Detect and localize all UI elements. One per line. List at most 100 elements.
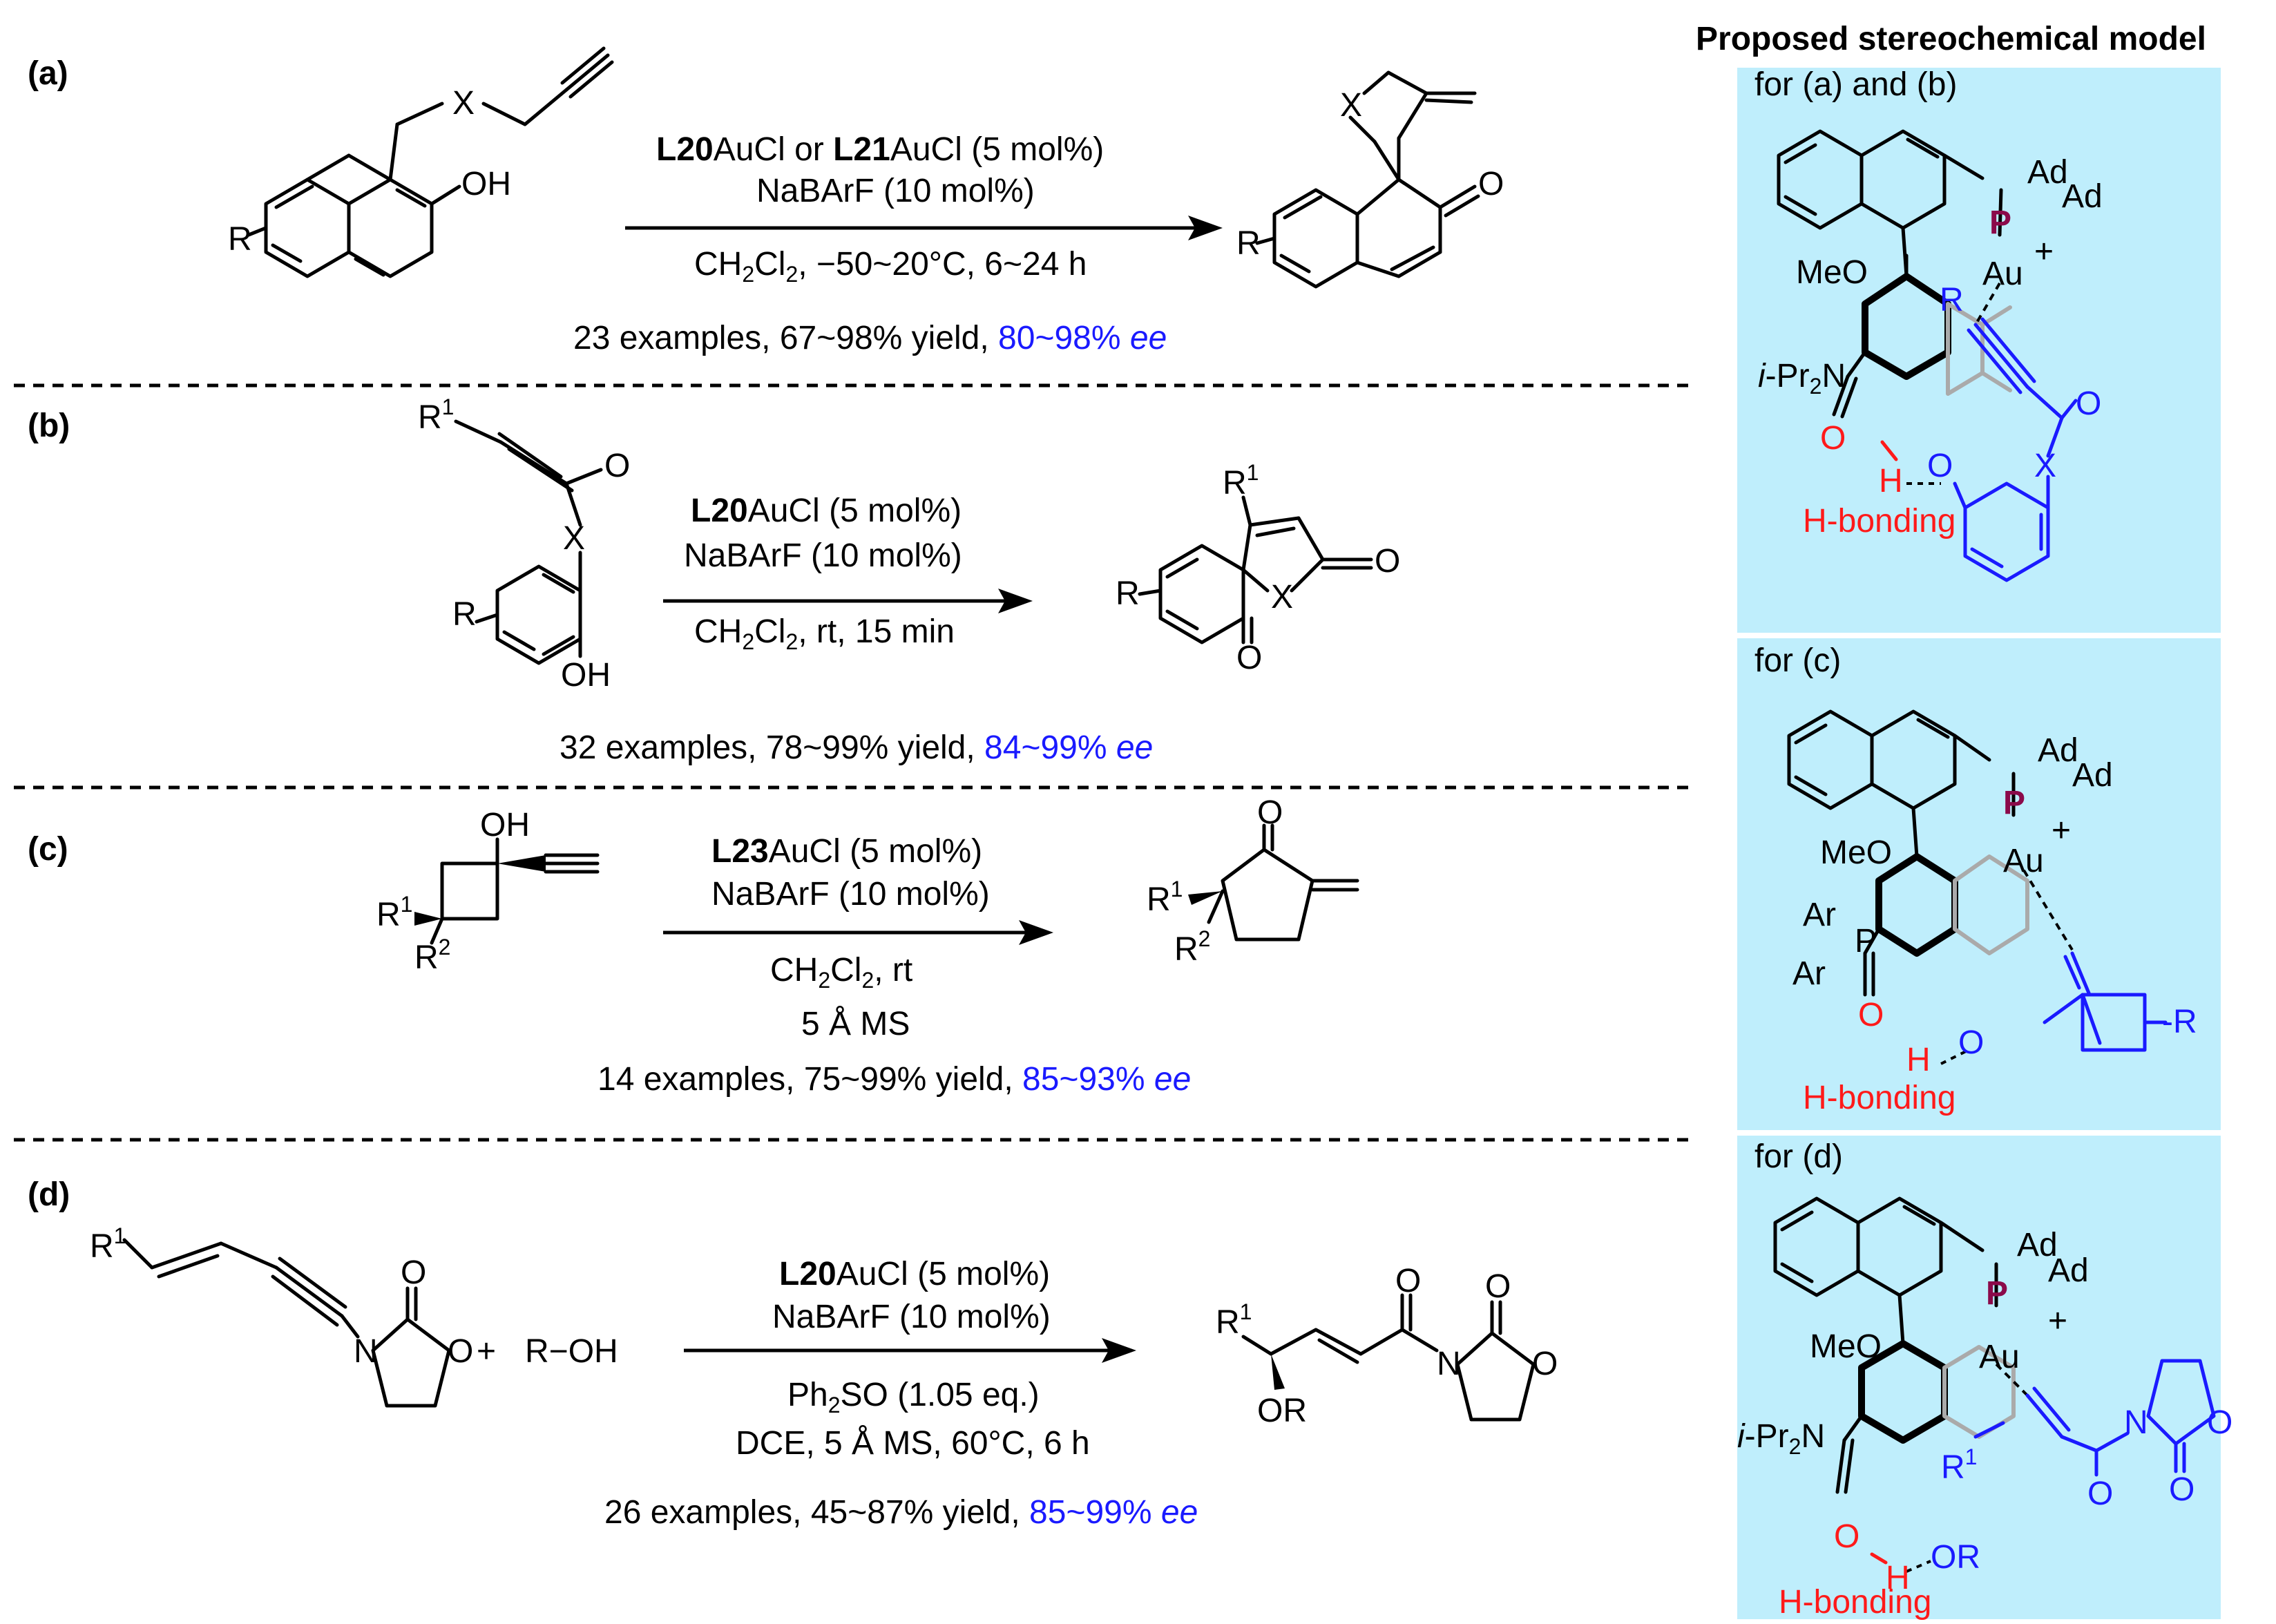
panel-d-prod-OR: OR — [1257, 1393, 1307, 1429]
model-3-R1-R: R — [1941, 1449, 1965, 1486]
panel-a-cond-sub2: 2 — [785, 262, 798, 287]
panel-b-additive: NaBArF (10 mol%) — [684, 537, 962, 574]
panel-c-result-ee: 85~93% — [1022, 1061, 1154, 1098]
model-1-H: H — [1879, 463, 1903, 499]
model-3-iPr2N-N: N — [1801, 1418, 1825, 1455]
panel-b-cond-ch: CH — [694, 613, 742, 650]
model-2-P-oxide: P — [1855, 923, 1877, 959]
panel-d-result: 26 examples, 45~87% yield, 85~99% ee — [604, 1494, 1198, 1531]
panel-c-sub-R1-sup: 1 — [401, 892, 413, 917]
panel-a-reagents: L20AuCl or L21AuCl (5 mol%) — [656, 131, 1104, 168]
panel-c-product — [1188, 823, 1359, 942]
model-3-iPr2N-sub: 2 — [1789, 1434, 1801, 1459]
model-2-MeO: MeO — [1820, 834, 1892, 871]
model-1-structure — [1777, 129, 2078, 582]
panel-c-prod-R1-sup: 1 — [1171, 877, 1183, 901]
panel-b-ee: ee — [1116, 729, 1153, 766]
panel-a-ligand-2: L21 — [833, 131, 890, 168]
panel-d-ox-sub: 2 — [828, 1393, 841, 1417]
panel-b-reagent-tail: AuCl (5 mol%) — [748, 493, 962, 529]
model-1-Au: Au — [1982, 256, 2023, 292]
model-3-O-ring: O — [2207, 1404, 2232, 1441]
panel-b-sub-R1-sup: 1 — [442, 394, 455, 419]
panel-a-cond-ch: CH — [694, 246, 742, 283]
panel-c-prod-R1-R: R — [1147, 881, 1171, 918]
model-1-O-amide: O — [1820, 420, 1846, 457]
panel-d-prod-O-carbonyl: O — [1395, 1263, 1421, 1299]
model-2-Au: Au — [2003, 843, 2044, 879]
panel-d-prod-N: N — [1437, 1346, 1461, 1382]
model-1-hbond: H-bonding — [1803, 503, 1955, 539]
model-3-P: P — [1986, 1275, 2008, 1312]
panel-b-reagents: L20AuCl (5 mol%) — [691, 493, 962, 529]
model-2-structure — [1787, 709, 2168, 1065]
model-1-X: X — [2034, 448, 2056, 484]
panel-b-sub-R1: R1 — [418, 394, 454, 436]
panel-d-plus: + — [477, 1333, 496, 1370]
panel-b-prod-R1-sup: 1 — [1247, 460, 1259, 485]
panel-d-ox-tail: SO (1.05 eq.) — [841, 1377, 1040, 1413]
model-3-structure — [1773, 1196, 2216, 1573]
panel-d-alcohol: R−OH — [525, 1333, 618, 1370]
model-2-hbond: H-bonding — [1803, 1080, 1955, 1116]
panel-d-arrowhead — [1102, 1338, 1136, 1363]
panel-d-substrate — [122, 1238, 451, 1408]
panel-c-conditions: CH2Cl2, rt — [770, 952, 912, 993]
panel-c-result: 14 examples, 75~99% yield, 85~93% ee — [597, 1061, 1191, 1098]
model-3-N: N — [2124, 1404, 2148, 1441]
panel-c-sub-R2: R2 — [414, 935, 450, 976]
panel-c-sub-R2-R: R — [414, 939, 439, 976]
panel-b-cond-tail: , rt, 15 min — [798, 613, 955, 650]
panel-a-additive: NaBArF (10 mol%) — [756, 173, 1035, 209]
panel-a-substrate — [247, 46, 614, 278]
model-2-P: P — [2003, 785, 2025, 821]
panel-d-result-text: 26 examples, 45~87% yield, — [604, 1494, 1029, 1531]
model-1-P: P — [1989, 204, 2011, 241]
panel-b-prod-R: R — [1116, 575, 1140, 612]
panel-b-product — [1138, 495, 1373, 644]
panel-d-reagent-tail: AuCl (5 mol%) — [836, 1256, 1050, 1292]
model-panel-2-caption: for (c) — [1754, 642, 1841, 679]
model-1-iPr2N: i-Pr2N — [1758, 358, 1846, 399]
model-2-Ar2: Ar — [1792, 955, 1826, 992]
panel-a-prod-O: O — [1478, 166, 1504, 202]
panel-b-prod-R1-R: R — [1223, 465, 1247, 501]
model-1-iPr2N-i: i — [1758, 358, 1766, 394]
model-panel-3-bg — [1737, 1136, 2221, 1619]
panel-c-sub-R2-sup: 2 — [439, 935, 451, 959]
model-3-Au: Au — [1979, 1339, 2020, 1375]
panel-a-result-ee: 80~98% — [998, 320, 1130, 356]
panel-d-additive: NaBArF (10 mol%) — [772, 1299, 1051, 1335]
panel-a-reagent-tail: AuCl (5 mol%) — [890, 131, 1104, 168]
model-3-O-amide: O — [2087, 1475, 2113, 1512]
panel-a-sub-X: X — [452, 85, 475, 122]
model-1-MeO: MeO — [1796, 254, 1868, 291]
panel-c-cond-sub: 2 — [818, 968, 830, 993]
panel-b-result: 32 examples, 78~99% yield, 84~99% ee — [560, 729, 1153, 766]
panel-c-arrowhead — [1019, 920, 1053, 945]
panel-c-prod-R1: R1 — [1147, 877, 1183, 918]
model-3-iPr2N-i: i — [1737, 1418, 1746, 1455]
panel-b-ligand: L20 — [691, 493, 748, 529]
model-2-O-oxide: O — [1858, 997, 1884, 1033]
panel-b-sub-R1-R: R — [418, 399, 442, 436]
panel-a-prod-X: X — [1340, 87, 1362, 124]
panel-a-product — [1255, 70, 1480, 289]
panel-b-prod-X: X — [1271, 579, 1293, 615]
panel-d-prod-R1: R1 — [1216, 1299, 1252, 1341]
panel-b-prod-O1: O — [1375, 543, 1400, 580]
panel-c-cond-ch: CH — [770, 952, 818, 988]
panel-d-prod-O-ring: O — [1532, 1346, 1558, 1382]
panel-a-conditions: CH2Cl2, −50~20°C, 6~24 h — [694, 246, 1087, 287]
model-3-MeO: MeO — [1810, 1328, 1882, 1365]
panel-d-prod-R1-sup: 1 — [1240, 1299, 1252, 1324]
panel-d-ox-ph: Ph — [787, 1377, 828, 1413]
panel-b-prod-O2: O — [1236, 640, 1262, 676]
panel-a-ee: ee — [1130, 320, 1167, 356]
panel-d-cond2: DCE, 5 Å MS, 60°C, 6 h — [736, 1425, 1090, 1462]
panel-d-sub-N: N — [354, 1333, 378, 1370]
panel-b-sub-O: O — [604, 448, 630, 484]
model-title: Proposed stereochemical model — [1696, 21, 2206, 57]
panel-c-prod-R2-sup: 2 — [1198, 926, 1211, 951]
